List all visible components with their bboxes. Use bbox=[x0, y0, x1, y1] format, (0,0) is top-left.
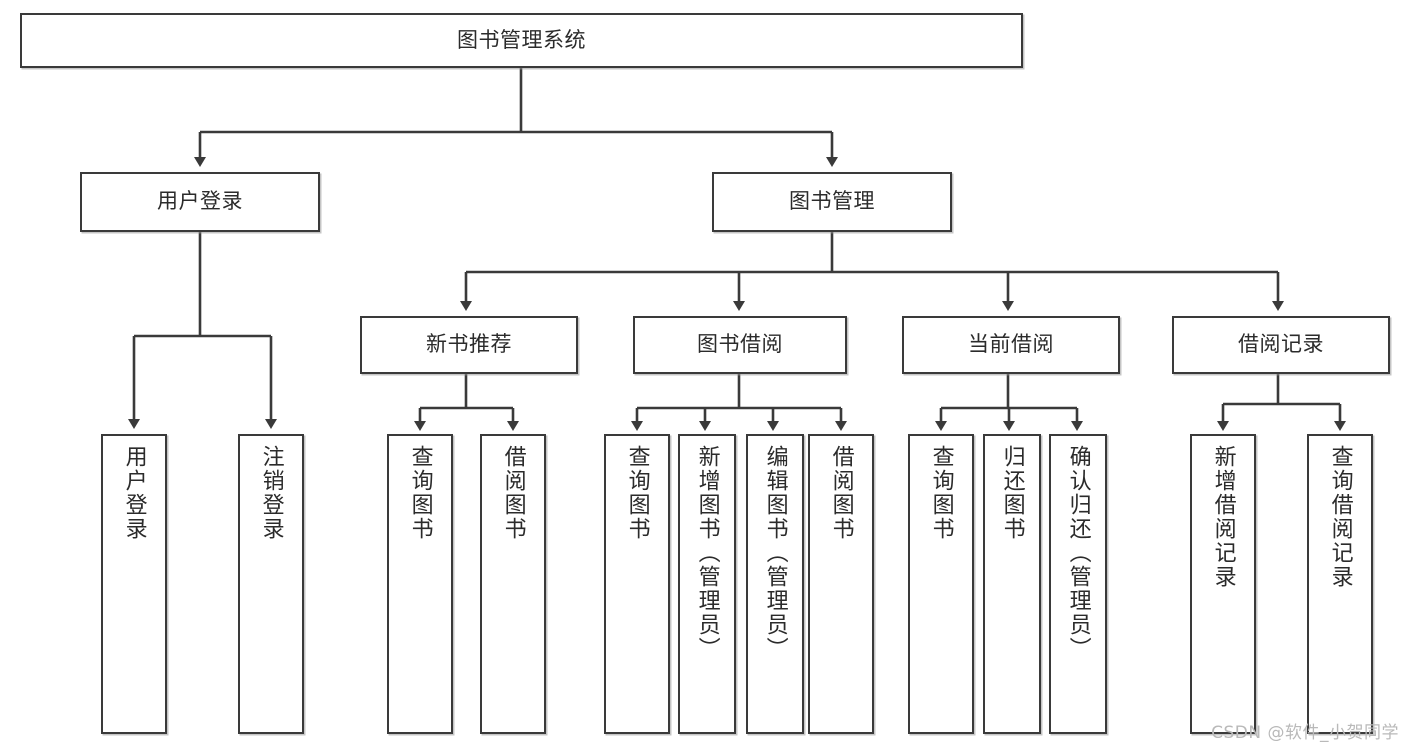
leaf-new-book-query[interactable]: 查询图书 bbox=[387, 434, 453, 734]
leaf-label-add-book-admin: 新增图书（管理员） bbox=[694, 445, 720, 661]
leaf-new-book-borrow[interactable]: 借阅图书 bbox=[480, 434, 546, 734]
node-user-login[interactable]: 用户登录 bbox=[80, 172, 320, 232]
node-label-book-management: 图书管理 bbox=[789, 189, 875, 214]
leaf-borrow-book[interactable]: 借阅图书 bbox=[808, 434, 874, 734]
node-label-new-book-recommend: 新书推荐 bbox=[426, 332, 512, 357]
leaf-borrow-query-book[interactable]: 查询图书 bbox=[604, 434, 670, 734]
leaf-label-current-query-book: 查询图书 bbox=[928, 445, 954, 541]
leaf-label-return-book: 归还图书 bbox=[999, 445, 1025, 541]
node-root-system[interactable]: 图书管理系统 bbox=[20, 13, 1023, 68]
node-new-book-recommend[interactable]: 新书推荐 bbox=[360, 316, 578, 374]
node-book-management[interactable]: 图书管理 bbox=[712, 172, 952, 232]
leaf-label-add-borrow-record: 新增借阅记录 bbox=[1210, 445, 1236, 589]
node-label-root: 图书管理系统 bbox=[457, 27, 586, 52]
node-borrow-records[interactable]: 借阅记录 bbox=[1172, 316, 1390, 374]
node-book-borrow[interactable]: 图书借阅 bbox=[633, 316, 847, 374]
leaf-label-user-login: 用户登录 bbox=[121, 445, 147, 541]
node-label-user-login: 用户登录 bbox=[157, 189, 243, 214]
node-label-current-borrow: 当前借阅 bbox=[968, 332, 1054, 357]
leaf-add-borrow-record[interactable]: 新增借阅记录 bbox=[1190, 434, 1256, 734]
node-current-borrow[interactable]: 当前借阅 bbox=[902, 316, 1120, 374]
leaf-user-login[interactable]: 用户登录 bbox=[101, 434, 167, 734]
leaf-label-new-book-borrow: 借阅图书 bbox=[500, 445, 526, 541]
leaf-label-edit-book-admin: 编辑图书（管理员） bbox=[762, 445, 788, 661]
leaf-query-borrow-record[interactable]: 查询借阅记录 bbox=[1307, 434, 1373, 734]
leaf-label-borrow-query-book: 查询图书 bbox=[624, 445, 650, 541]
leaf-confirm-return-admin[interactable]: 确认归还（管理员） bbox=[1049, 434, 1107, 734]
leaf-label-logout: 注销登录 bbox=[258, 445, 284, 541]
leaf-current-query-book[interactable]: 查询图书 bbox=[908, 434, 974, 734]
leaf-label-confirm-return-admin: 确认归还（管理员） bbox=[1065, 445, 1091, 661]
leaf-label-borrow-book: 借阅图书 bbox=[828, 445, 854, 541]
node-label-book-borrow: 图书借阅 bbox=[697, 332, 783, 357]
leaf-edit-book-admin[interactable]: 编辑图书（管理员） bbox=[746, 434, 804, 734]
leaf-label-new-book-query: 查询图书 bbox=[407, 445, 433, 541]
node-label-borrow-records: 借阅记录 bbox=[1238, 332, 1324, 357]
leaf-label-query-borrow-record: 查询借阅记录 bbox=[1327, 445, 1353, 589]
leaf-logout[interactable]: 注销登录 bbox=[238, 434, 304, 734]
leaf-return-book[interactable]: 归还图书 bbox=[983, 434, 1041, 734]
leaf-add-book-admin[interactable]: 新增图书（管理员） bbox=[678, 434, 736, 734]
